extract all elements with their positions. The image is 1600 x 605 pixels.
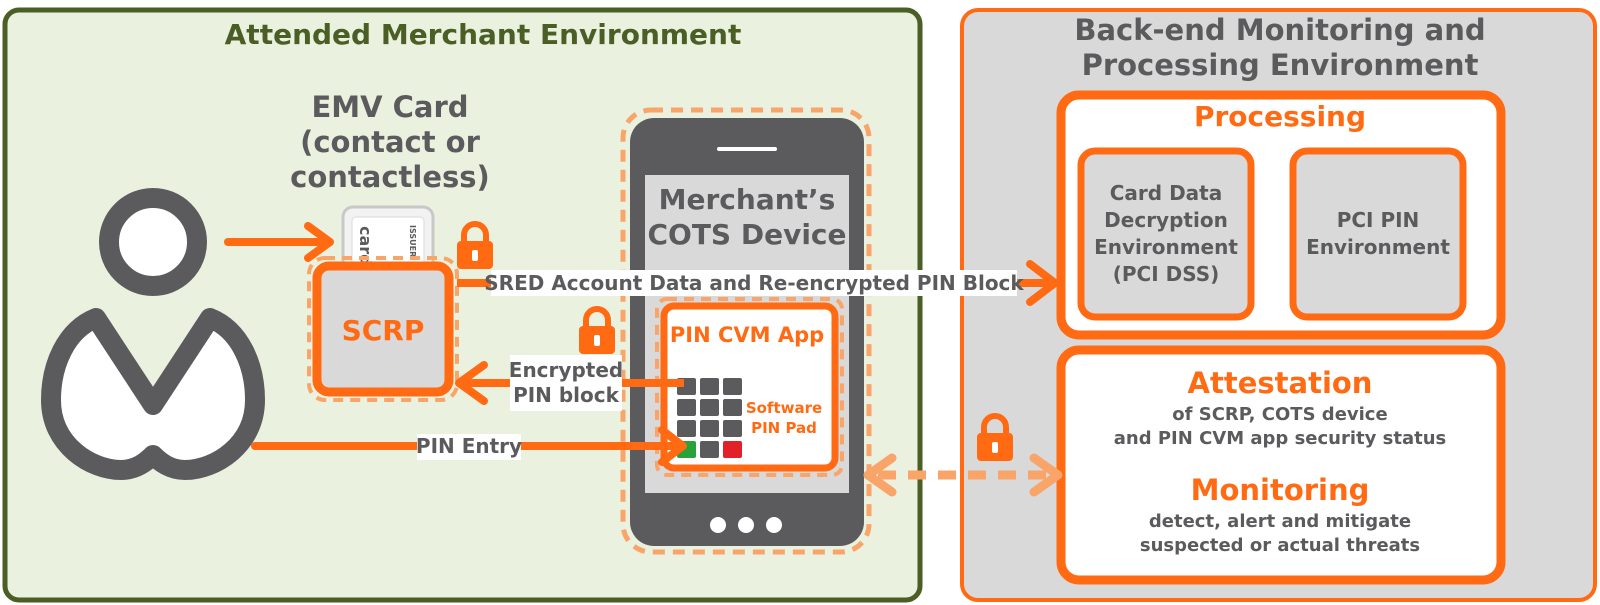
pci-pin-env-line2: Environment: [1306, 235, 1450, 259]
keypad-icon: [677, 378, 742, 458]
emv-card-line3: contactless): [290, 160, 490, 194]
attestation-line1: of SCRP, COTS device: [1172, 404, 1387, 425]
card-data-env-line4: (PCI DSS): [1113, 262, 1220, 286]
card-small-text: ISSUER: [408, 225, 417, 257]
scrp-box: SCRP: [307, 256, 459, 402]
monitoring-title: Monitoring: [1191, 473, 1370, 507]
monitoring-line2: suspected or actual threats: [1140, 535, 1420, 556]
pin-pad-line1: Software: [746, 399, 822, 417]
device-title-line2: COTS Device: [647, 218, 846, 251]
card-text: card: [356, 226, 375, 266]
right-panel-title-line2: Processing Environment: [1082, 48, 1479, 82]
encrypted-label-line1: Encrypted: [509, 358, 623, 382]
processing-title: Processing: [1194, 100, 1366, 133]
right-panel-title-line1: Back-end Monitoring and: [1074, 13, 1485, 47]
arrow-pin-entry: PIN Entry: [251, 426, 687, 466]
arrow-device-attestation: [863, 453, 1063, 497]
device-title-line1: Merchant’s: [659, 183, 836, 216]
pci-pin-env-line1: PCI PIN: [1337, 208, 1420, 232]
attestation-line2: and PIN CVM app security status: [1114, 428, 1447, 449]
arrow-person-to-card: [224, 222, 334, 262]
sred-label: SRED Account Data and Re-encrypted PIN B…: [484, 271, 1024, 295]
pin-pad-line2: PIN Pad: [751, 419, 817, 437]
encrypted-label-line2: PIN block: [513, 383, 620, 407]
emv-card-label: EMV Card (contact or contactless): [290, 90, 490, 194]
pin-cvm-app-box: PIN CVM App Software PIN Pad: [655, 297, 844, 477]
person-icon: [41, 188, 265, 480]
pin-entry-label: PIN Entry: [416, 434, 522, 458]
scrp-label: SCRP: [342, 314, 425, 347]
monitoring-line1: detect, alert and mitigate: [1149, 511, 1411, 532]
card-data-env-line1: Card Data: [1110, 181, 1222, 205]
card-data-env-line3: Environment: [1094, 235, 1238, 259]
emv-card-line1: EMV Card: [311, 90, 468, 124]
arrow-encrypted-pin-block: Encrypted PIN block: [455, 355, 684, 411]
left-panel-title: Attended Merchant Environment: [225, 18, 742, 51]
arrow-sred: SRED Account Data and Re-encrypted PIN B…: [457, 260, 1059, 306]
pin-app-title: PIN CVM App: [670, 323, 824, 347]
attestation-monitoring-box: Attestation of SCRP, COTS device and PIN…: [1056, 345, 1506, 585]
card-data-env-line2: Decryption: [1104, 208, 1228, 232]
emv-card-line2: (contact or: [300, 125, 481, 159]
attestation-title: Attestation: [1188, 366, 1373, 400]
processing-box: Processing Card Data Decryption Environm…: [1056, 90, 1506, 340]
